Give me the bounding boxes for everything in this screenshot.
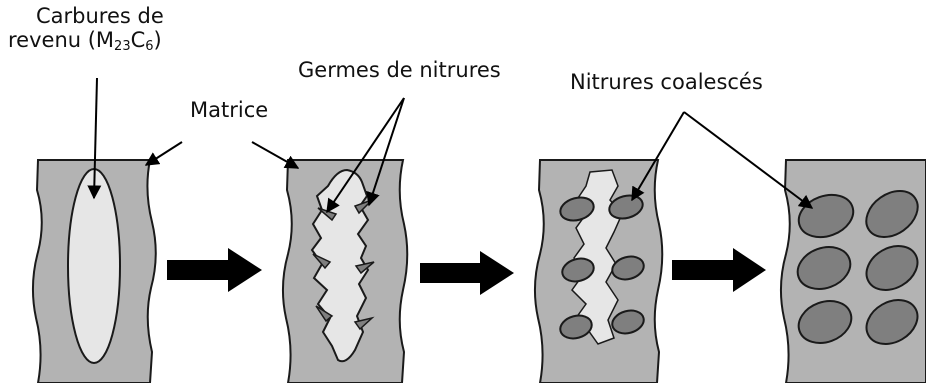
process-arrow-1	[167, 248, 262, 292]
stage-2-nitride-nuclei	[283, 160, 407, 383]
label-nitrures-coalesces: Nitrures coalescés	[570, 70, 763, 94]
stage-4-final-nitrides	[781, 160, 926, 383]
process-arrow-3	[672, 248, 766, 292]
process-arrow-2	[420, 251, 514, 295]
label-carbures: Carbures de revenu (M23C6)	[36, 4, 190, 55]
label-germes: Germes de nitrures	[298, 58, 501, 82]
label-carbures-line2: revenu (M23C6)	[8, 28, 162, 52]
callout-matrice-2	[252, 142, 298, 168]
callout-matrice-1	[146, 142, 182, 165]
label-matrice: Matrice	[190, 98, 268, 122]
stage-3-coalesced-nitrides	[535, 160, 662, 383]
callout-nitrures-1	[632, 112, 684, 200]
label-carbures-line1: Carbures de	[36, 4, 164, 28]
carbide-particle-1	[68, 169, 120, 363]
